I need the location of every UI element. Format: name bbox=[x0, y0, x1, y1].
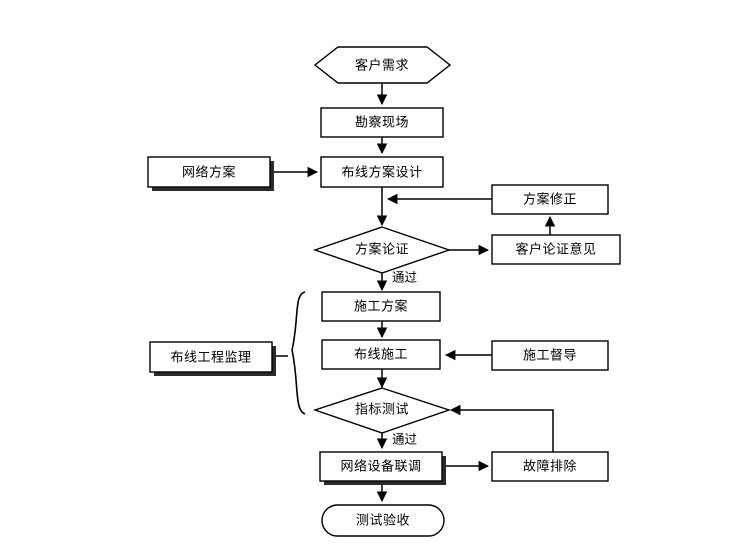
node-label: 方案修正 bbox=[523, 192, 577, 208]
node-label: 方案论证 bbox=[355, 242, 409, 258]
node-label: 故障排除 bbox=[523, 460, 577, 475]
node-customer-requirement[interactable]: 客户需求 bbox=[313, 46, 452, 84]
node-test-acceptance[interactable]: 测试验收 bbox=[321, 504, 445, 537]
node-label: 施工方案 bbox=[354, 299, 408, 315]
node-network-plan[interactable]: 网络方案 bbox=[147, 156, 274, 191]
node-label: 网络设备联调 bbox=[340, 459, 421, 475]
node-label: 布线施工 bbox=[354, 348, 408, 363]
rect-shape bbox=[147, 156, 271, 188]
node-customer-review-opinion[interactable]: 客户论证意见 bbox=[491, 234, 621, 265]
pass-label-demonstration: 通过 bbox=[392, 270, 418, 285]
hexagon-shape bbox=[313, 46, 452, 84]
node-supervision[interactable]: 布线工程监理 bbox=[149, 341, 276, 376]
node-label: 客户需求 bbox=[355, 58, 409, 74]
rect-shape bbox=[491, 184, 609, 215]
rect-shape bbox=[491, 234, 621, 265]
node-label: 布线方案设计 bbox=[341, 165, 422, 181]
node-label: 客户论证意见 bbox=[515, 242, 596, 258]
supervision-brace bbox=[291, 291, 306, 415]
rounded-shape bbox=[321, 504, 445, 537]
node-network-device-debug[interactable]: 网络设备联调 bbox=[319, 451, 446, 485]
node-survey-site[interactable]: 勘察现场 bbox=[320, 107, 444, 138]
rect-shape bbox=[149, 341, 273, 373]
rect-shape bbox=[319, 451, 443, 482]
node-plan-demonstration[interactable]: 方案论证 bbox=[312, 226, 452, 274]
node-label: 布线工程监理 bbox=[170, 351, 251, 366]
pass-label-indextest: 通过 bbox=[392, 432, 418, 447]
rect-shape bbox=[320, 156, 444, 188]
node-label: 网络方案 bbox=[182, 165, 236, 181]
diamond-shape bbox=[312, 226, 452, 274]
node-cabling-plan-design[interactable]: 布线方案设计 bbox=[320, 156, 444, 188]
node-cabling-construction[interactable]: 布线施工 bbox=[321, 339, 441, 370]
node-plan-revision[interactable]: 方案修正 bbox=[491, 184, 609, 215]
node-index-test[interactable]: 指标测试 bbox=[312, 387, 452, 434]
rect-shape bbox=[491, 451, 609, 482]
edge-fault-to-indextest bbox=[449, 404, 554, 452]
node-label: 勘察现场 bbox=[355, 116, 409, 131]
rect-shape bbox=[320, 107, 444, 138]
edges-group bbox=[273, 83, 556, 503]
diamond-shape bbox=[312, 387, 452, 434]
rect-shape bbox=[491, 340, 609, 371]
rect-shape bbox=[321, 291, 441, 322]
node-label: 指标测试 bbox=[355, 403, 409, 418]
node-label: 测试验收 bbox=[356, 513, 410, 529]
node-fault-removal[interactable]: 故障排除 bbox=[491, 451, 609, 482]
rect-shape bbox=[321, 339, 441, 370]
node-construction-supervisor[interactable]: 施工督导 bbox=[491, 340, 609, 371]
node-label: 施工督导 bbox=[523, 349, 577, 364]
node-construction-plan[interactable]: 施工方案 bbox=[321, 291, 441, 322]
